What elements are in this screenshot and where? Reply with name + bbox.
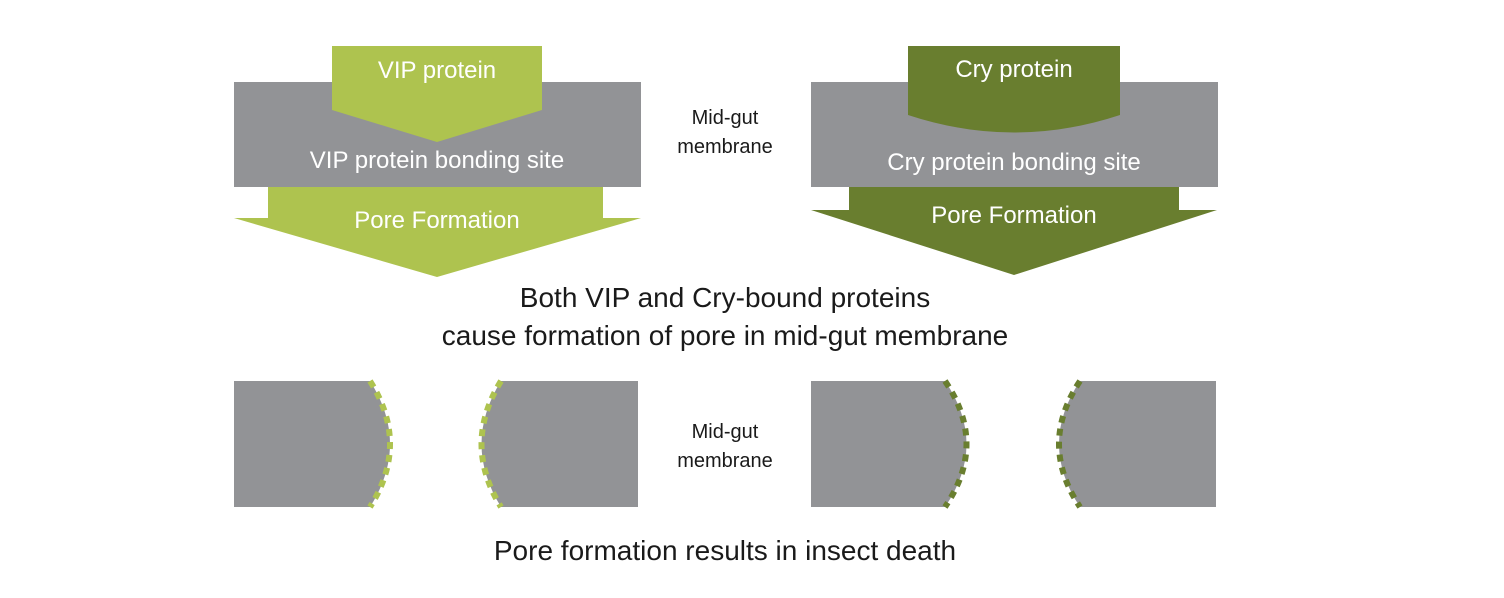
vip-pore-membrane-left — [234, 381, 390, 507]
bottom-caption: Pore formation results in insect death — [494, 535, 956, 566]
cry-protein-shape — [908, 46, 1120, 133]
cry-pore-membrane-left — [811, 381, 967, 507]
cry-pore-arrow — [811, 187, 1217, 275]
middle-caption-line2: cause formation of pore in mid-gut membr… — [442, 320, 1009, 351]
vip-pore-edge-right — [478, 379, 504, 509]
vip-pore-edge-left — [367, 379, 393, 509]
midgut-label-top: Mid-gut membrane — [677, 107, 773, 158]
cry-binding-panel: Cry protein Cry protein bonding site Por… — [811, 46, 1218, 275]
middle-caption-line1: Both VIP and Cry-bound proteins — [520, 282, 930, 313]
vip-protein-shape — [332, 46, 542, 142]
cry-pore-edge-right — [1056, 379, 1083, 509]
cry-binding-site-label: Cry protein bonding site — [887, 149, 1140, 176]
vip-binding-panel: VIP protein VIP protein bonding site Por… — [234, 46, 641, 277]
cry-pore-panel — [811, 379, 1216, 509]
vip-pore-panel — [234, 379, 638, 509]
vip-binding-site-label: VIP protein bonding site — [310, 147, 564, 174]
cry-pore-membrane-right — [1059, 381, 1216, 507]
vip-pore-membrane-right — [481, 381, 638, 507]
middle-caption: Both VIP and Cry-bound proteins cause fo… — [442, 282, 1009, 351]
cry-protein-label: Cry protein — [955, 56, 1072, 83]
vip-pore-formation-label: Pore Formation — [354, 207, 519, 234]
midgut-label-top-line1: Mid-gut — [692, 107, 759, 129]
vip-pore-arrow — [234, 187, 641, 277]
cry-pore-edge-left — [942, 379, 970, 509]
vip-protein-label: VIP protein — [378, 57, 496, 84]
midgut-label-bottom-line2: membrane — [677, 450, 773, 472]
cry-pore-formation-label: Pore Formation — [931, 202, 1096, 229]
midgut-label-bottom: Mid-gut membrane — [677, 421, 773, 472]
midgut-label-top-line2: membrane — [677, 136, 773, 158]
midgut-label-bottom-line1: Mid-gut — [692, 421, 759, 443]
